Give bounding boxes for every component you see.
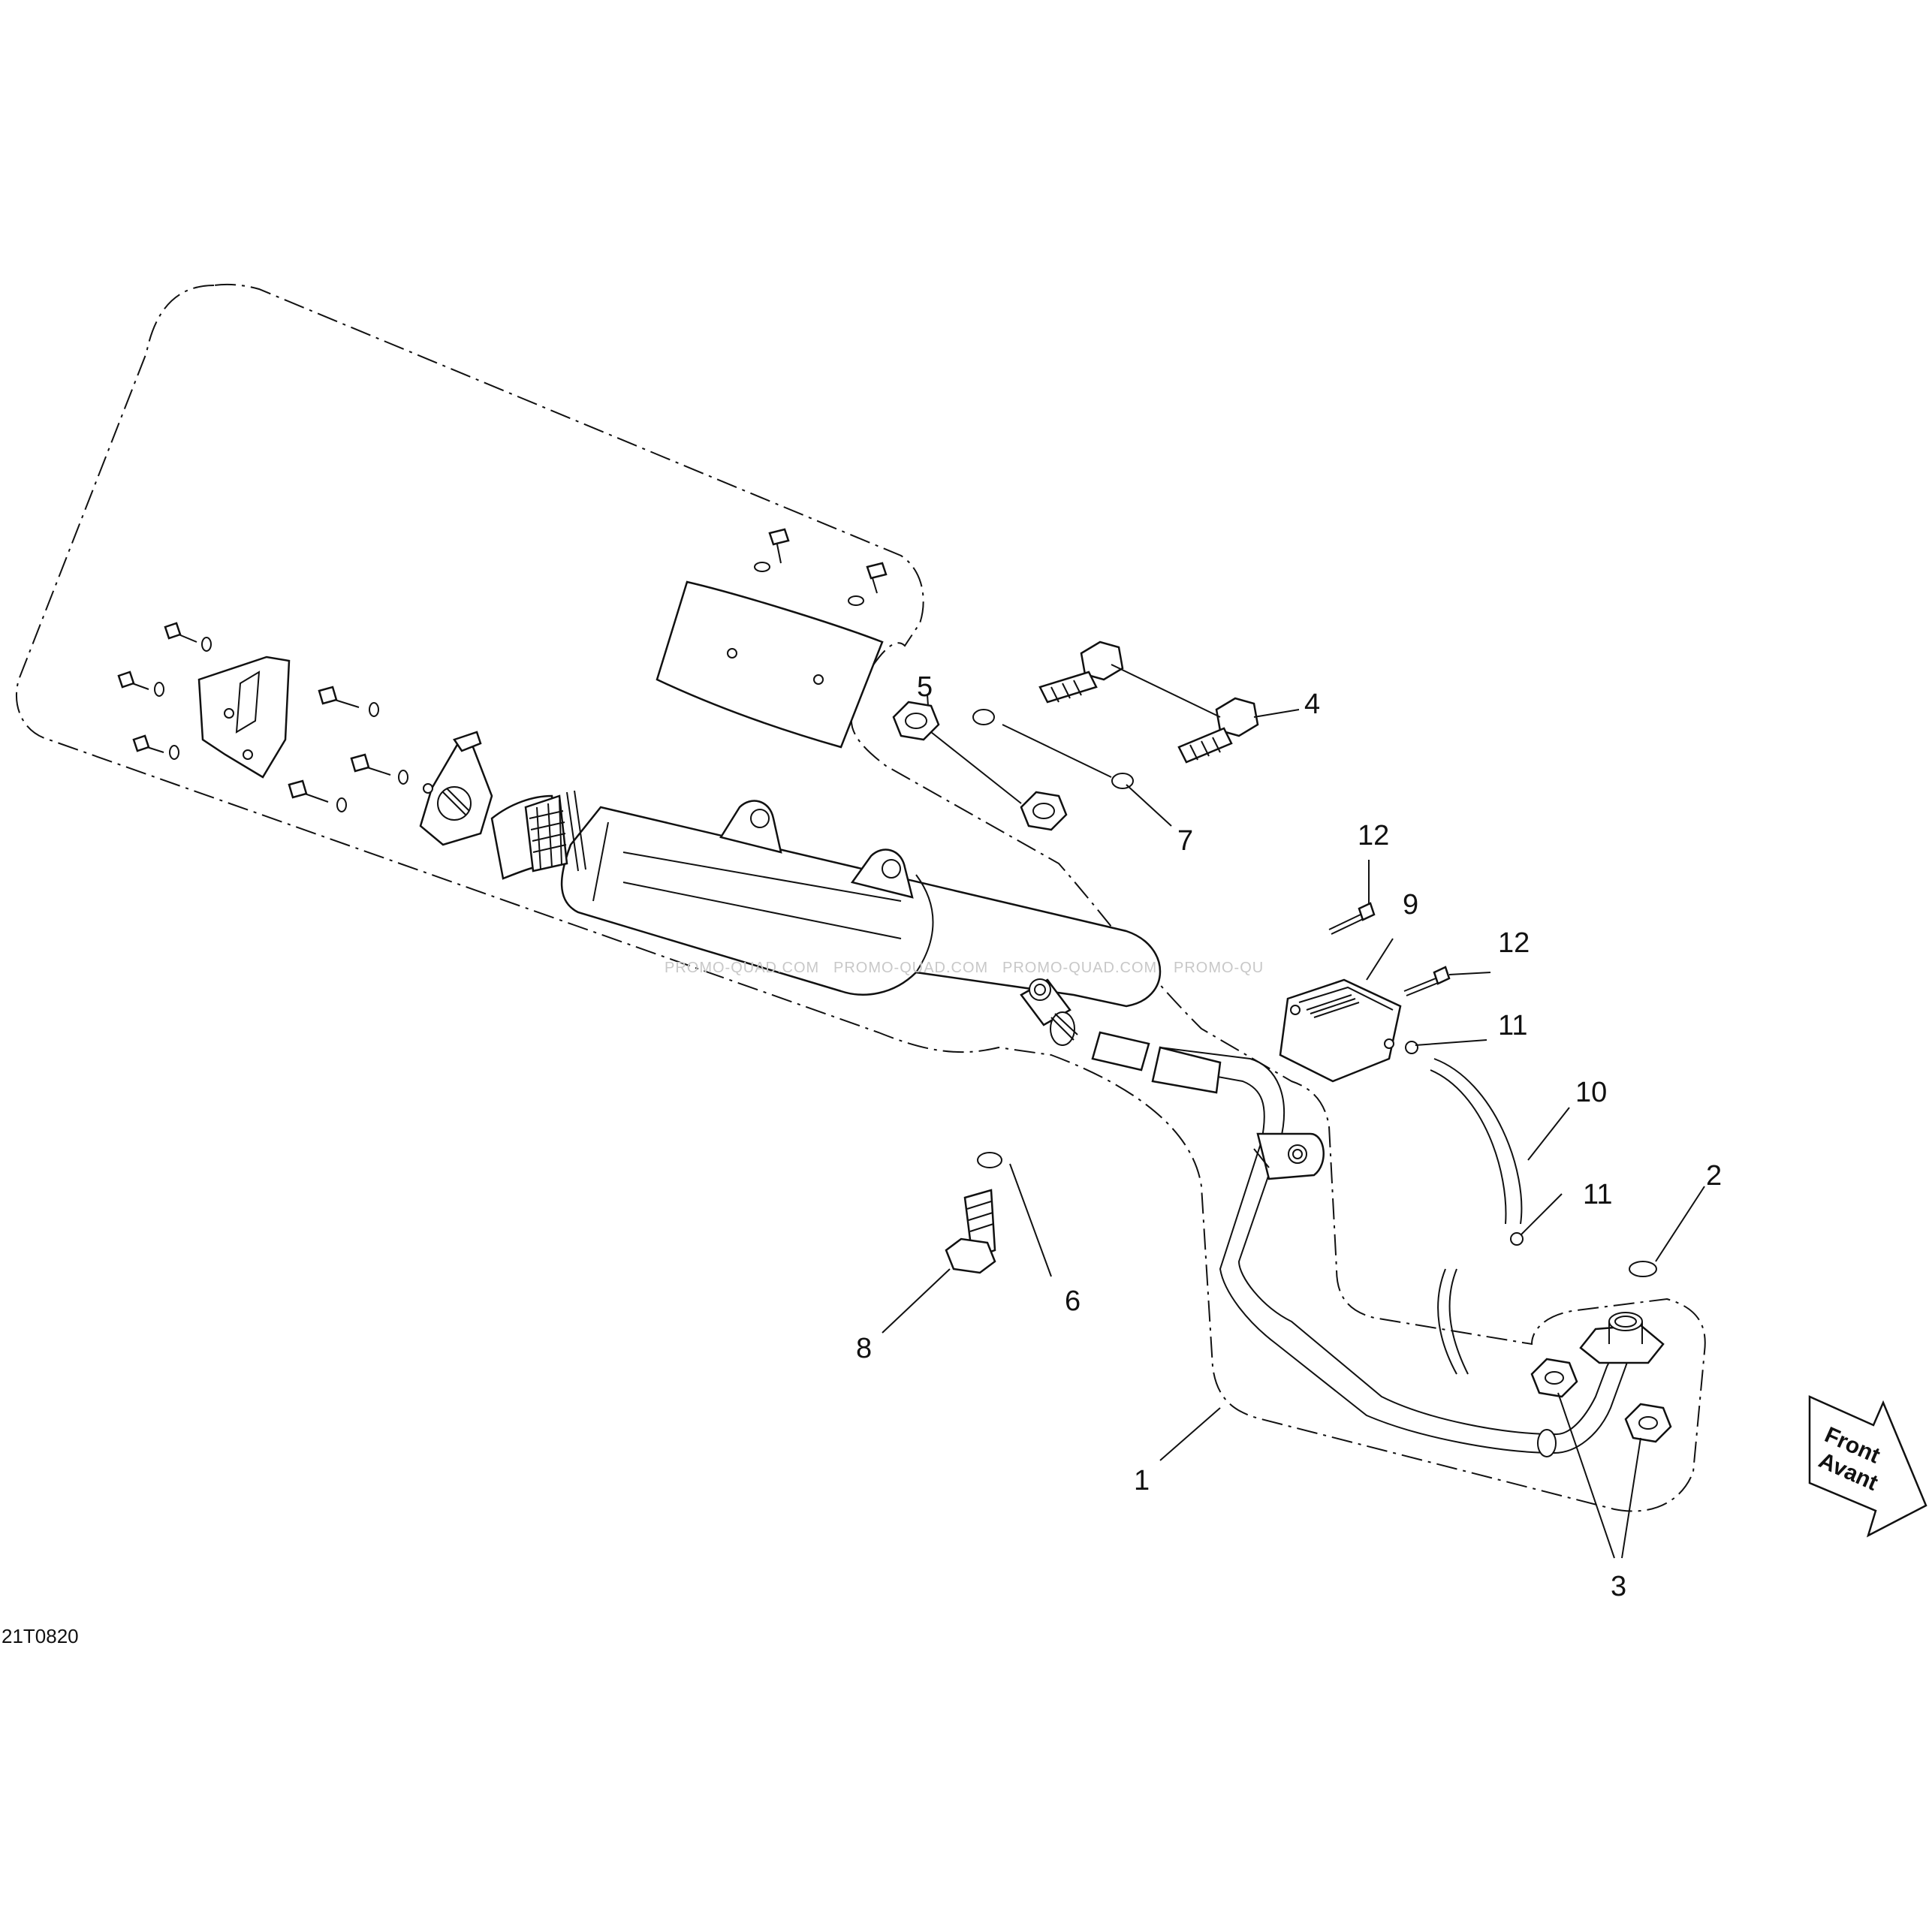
hose-10-inner xyxy=(1430,1069,1507,1225)
callout-7: 7 xyxy=(1177,825,1193,857)
rear-plate xyxy=(197,656,291,779)
small-fasteners xyxy=(117,622,408,812)
bolt-8 xyxy=(945,1189,996,1274)
exhaust-pipe xyxy=(1151,1046,1665,1457)
callout-11b: 11 xyxy=(1583,1179,1612,1210)
muffler xyxy=(560,800,1162,1046)
callout-11a: 11 xyxy=(1498,1010,1527,1041)
module-9 xyxy=(1279,978,1402,1083)
hose-10 xyxy=(1433,1058,1523,1225)
callout-12b: 12 xyxy=(1498,927,1530,959)
screw-12a xyxy=(1328,902,1376,935)
clamp-11b xyxy=(1510,1232,1524,1246)
bolt-4 xyxy=(1038,640,1259,764)
callout-12a: 12 xyxy=(1358,820,1389,851)
nut-3 xyxy=(1530,1358,1672,1443)
watermark-4: PROMO-QU xyxy=(1174,960,1264,976)
pipe-sleeve xyxy=(1091,1031,1150,1071)
drawing-code: 21T0820 xyxy=(2,1625,79,1647)
watermark-2: PROMO-QUAD.COM xyxy=(833,960,988,976)
callout-5: 5 xyxy=(917,671,933,703)
callout-4: 4 xyxy=(1304,689,1320,720)
callout-2: 2 xyxy=(1706,1160,1722,1192)
nut-5 xyxy=(892,701,1068,831)
guide-lines xyxy=(930,664,1221,804)
gasket-2 xyxy=(1629,1261,1657,1277)
callout-10: 10 xyxy=(1575,1077,1607,1108)
watermark-3: PROMO-QUAD.COM xyxy=(1002,960,1157,976)
callout-3: 3 xyxy=(1611,1571,1626,1602)
heat-shield xyxy=(656,528,888,749)
end-cap xyxy=(419,731,493,846)
spark-arrester xyxy=(490,790,586,880)
watermark-1: PROMO-QUAD.COM xyxy=(665,960,819,976)
washer-6 xyxy=(977,1152,1002,1168)
callout-6: 6 xyxy=(1065,1285,1081,1317)
front-direction-arrow: Front Avant xyxy=(1808,1395,1927,1538)
callout-1: 1 xyxy=(1134,1465,1150,1496)
leader-lines xyxy=(882,694,1705,1559)
callout-8: 8 xyxy=(856,1333,872,1364)
washer-7a xyxy=(972,709,995,725)
washer-7b xyxy=(1111,773,1134,789)
callout-9: 9 xyxy=(1403,889,1418,921)
screw-12b xyxy=(1403,966,1451,996)
clamp-11a xyxy=(1405,1041,1418,1054)
